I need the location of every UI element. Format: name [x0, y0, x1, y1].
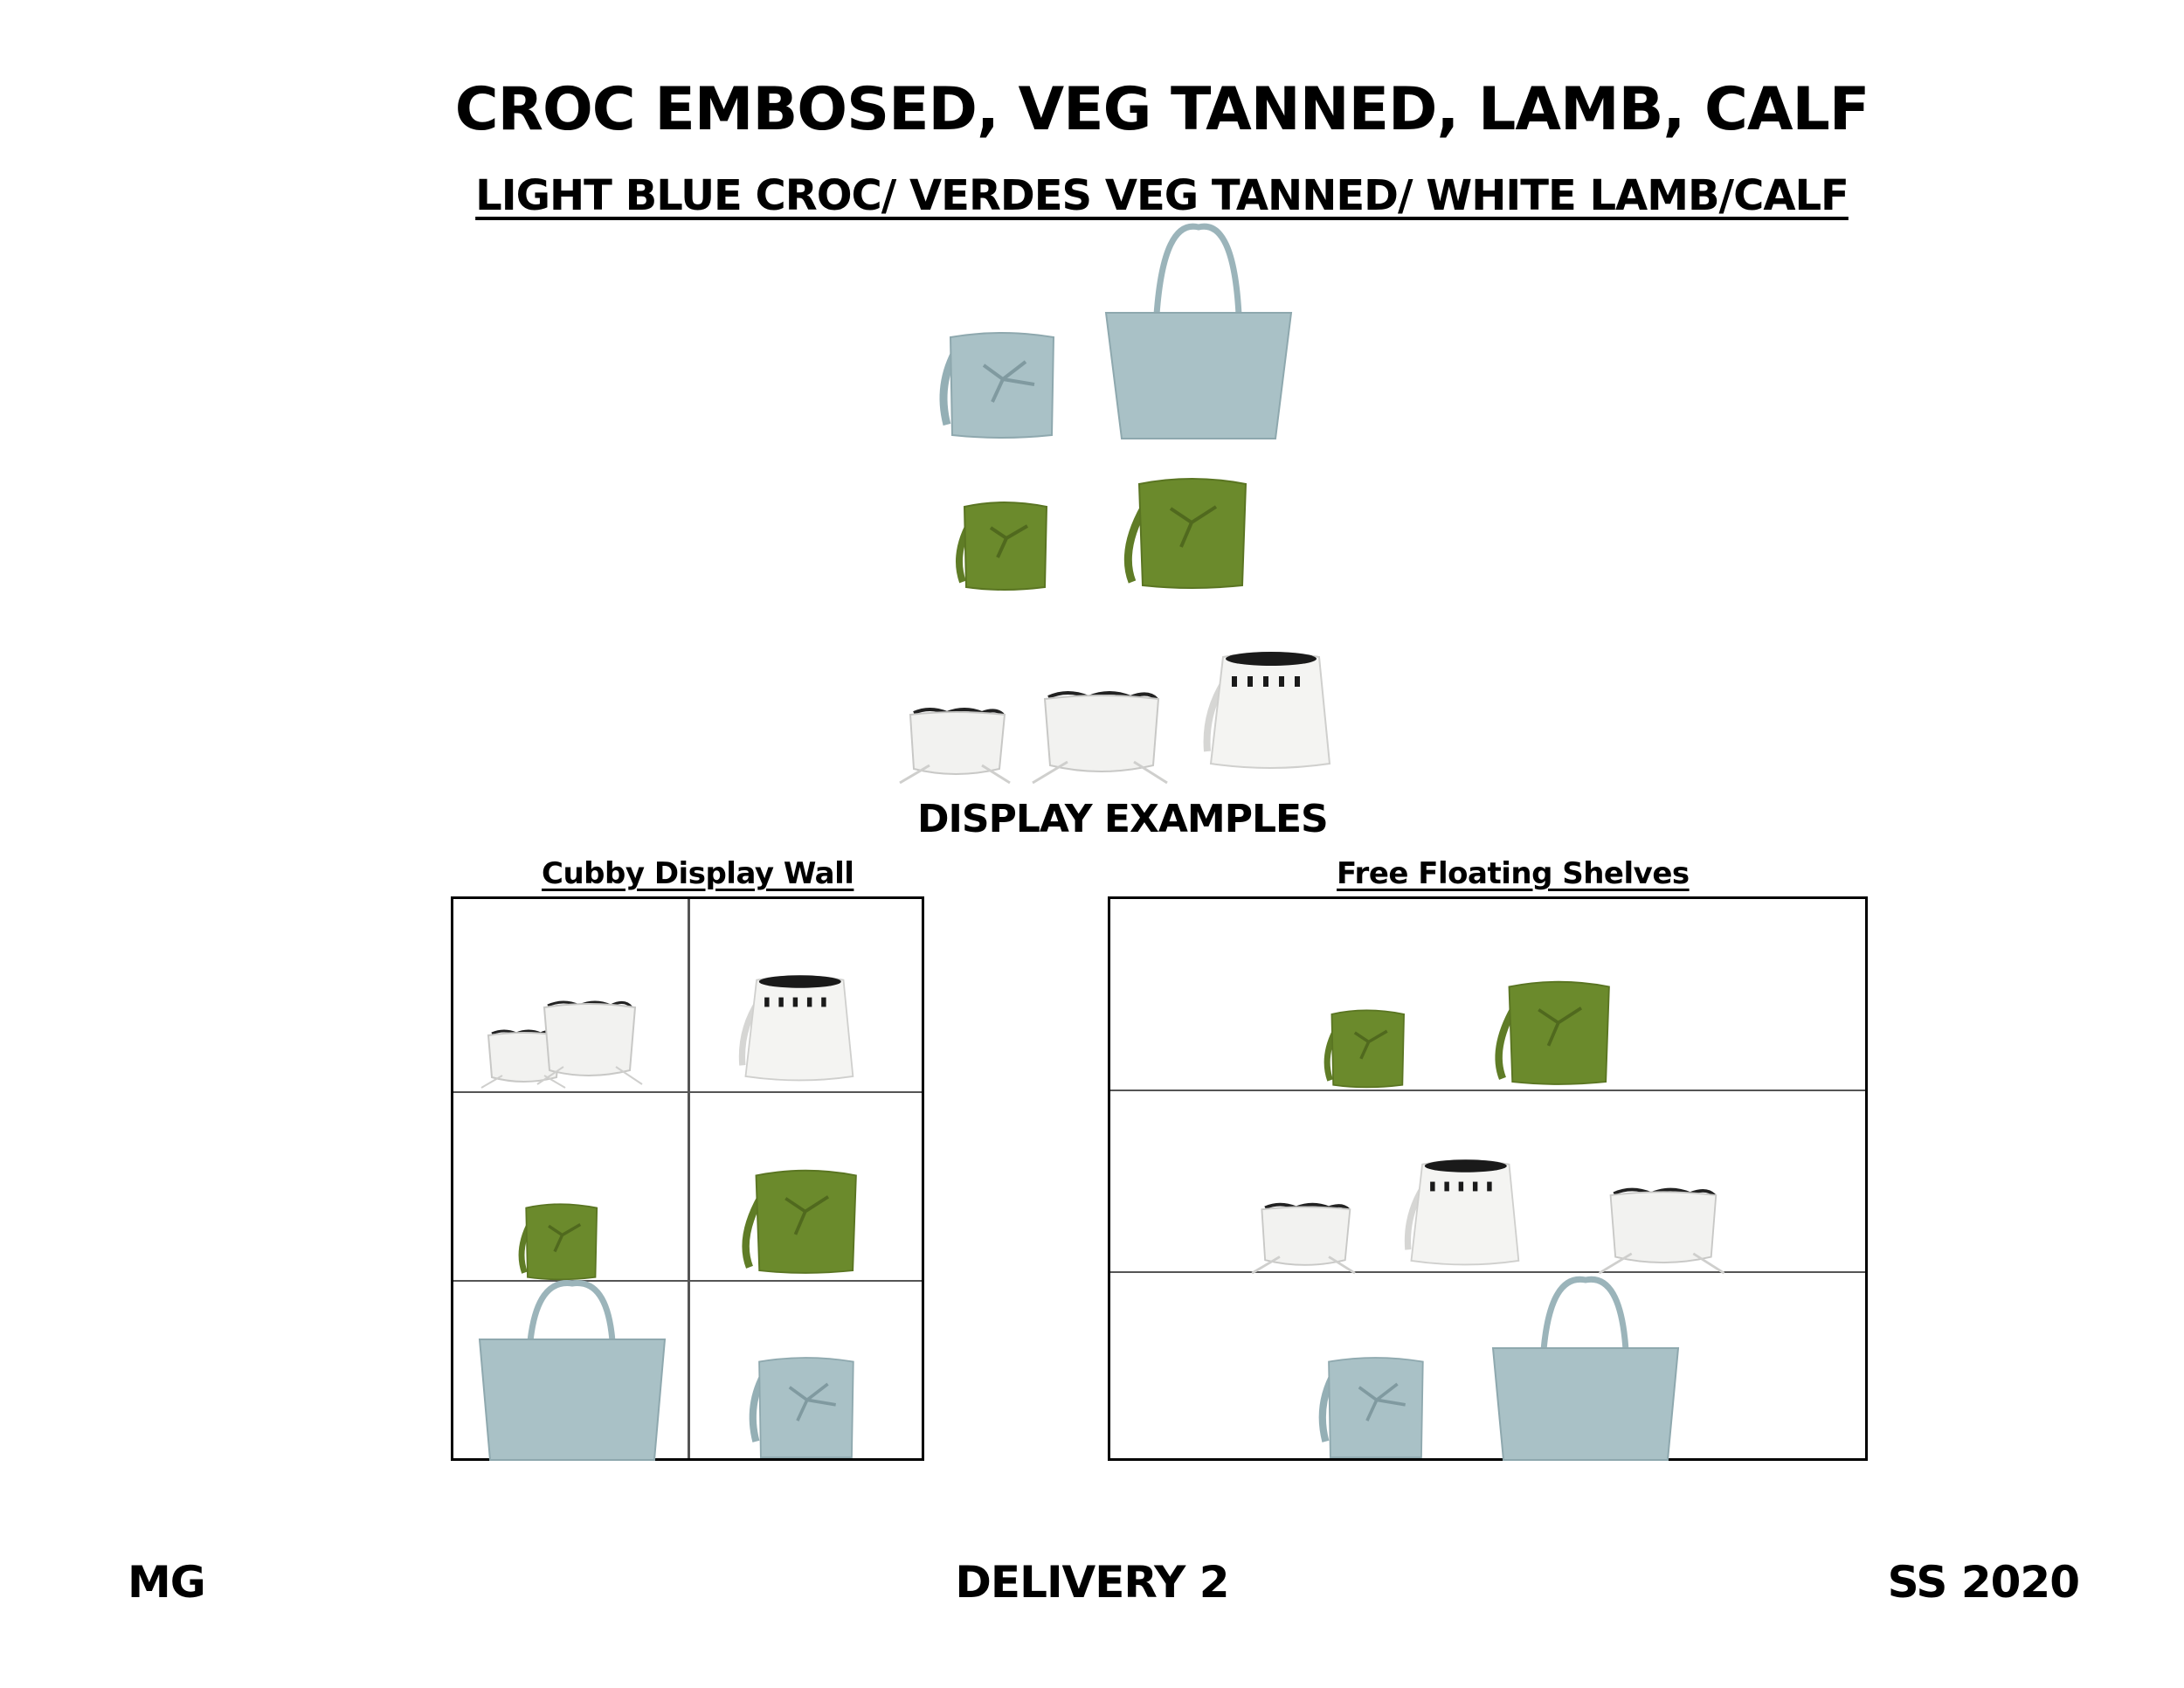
- free-floating-shelves-label: Free Floating Shelves: [1337, 856, 1690, 891]
- page-subtitle-text: LIGHT BLUE CROC/ VERDES VEG TANNED/ WHIT…: [475, 171, 1849, 220]
- verdes-medium-bucket-bag: [1495, 980, 1610, 1085]
- light-blue-croc-mini-bucket-bag: [749, 1357, 854, 1458]
- shelf-line: [1110, 1271, 1865, 1273]
- white-lamb-drawstring-medium-bag: [536, 1000, 643, 1085]
- white-lamb-drawstring-small-bag: [1251, 1202, 1356, 1275]
- footer-delivery: DELIVERY 2: [955, 1557, 1229, 1608]
- footer-season: SS 2020: [1887, 1557, 2080, 1608]
- light-blue-croc-mini-bucket-bag: [939, 332, 1055, 439]
- page-subtitle: LIGHT BLUE CROC/ VERDES VEG TANNED/ WHIT…: [0, 171, 2184, 220]
- display-examples-heading: DISPLAY EXAMPLES: [917, 797, 1329, 841]
- cubby-display-wall-label: Cubby Display Wall: [542, 856, 854, 891]
- footer-brand-code: MG: [128, 1557, 206, 1608]
- white-calf-bucket-bag: [1203, 652, 1331, 769]
- verdes-mini-bucket-bag: [518, 1203, 598, 1281]
- white-lamb-drawstring-medium-bag: [1598, 1187, 1725, 1275]
- verdes-mini-bucket-bag: [1324, 1009, 1405, 1089]
- light-blue-croc-mini-bucket-bag: [1318, 1357, 1424, 1458]
- white-lamb-drawstring-small-bag: [899, 708, 1011, 785]
- light-blue-croc-tote-bag: [1104, 223, 1293, 439]
- verdes-mini-bucket-bag: [956, 502, 1048, 591]
- verdes-medium-bucket-bag: [1123, 478, 1248, 589]
- white-lamb-drawstring-medium-bag: [1032, 691, 1168, 785]
- free-floating-shelves: [1108, 896, 1868, 1461]
- cubby-shelf-divider: [453, 1280, 922, 1282]
- verdes-medium-bucket-bag: [742, 1169, 857, 1274]
- page-title: CROC EMBOSED, VEG TANNED, LAMB, CALF: [454, 75, 1870, 144]
- cubby-vertical-divider: [688, 899, 690, 1458]
- shelf-line: [1110, 1090, 1865, 1091]
- white-calf-bucket-bag: [1404, 1159, 1520, 1266]
- cubby-shelf-divider: [453, 1091, 922, 1093]
- light-blue-croc-tote-bag: [478, 1280, 667, 1461]
- cubby-display-wall: [451, 896, 924, 1461]
- light-blue-croc-tote-bag: [1491, 1276, 1680, 1461]
- white-calf-bucket-bag: [738, 975, 854, 1082]
